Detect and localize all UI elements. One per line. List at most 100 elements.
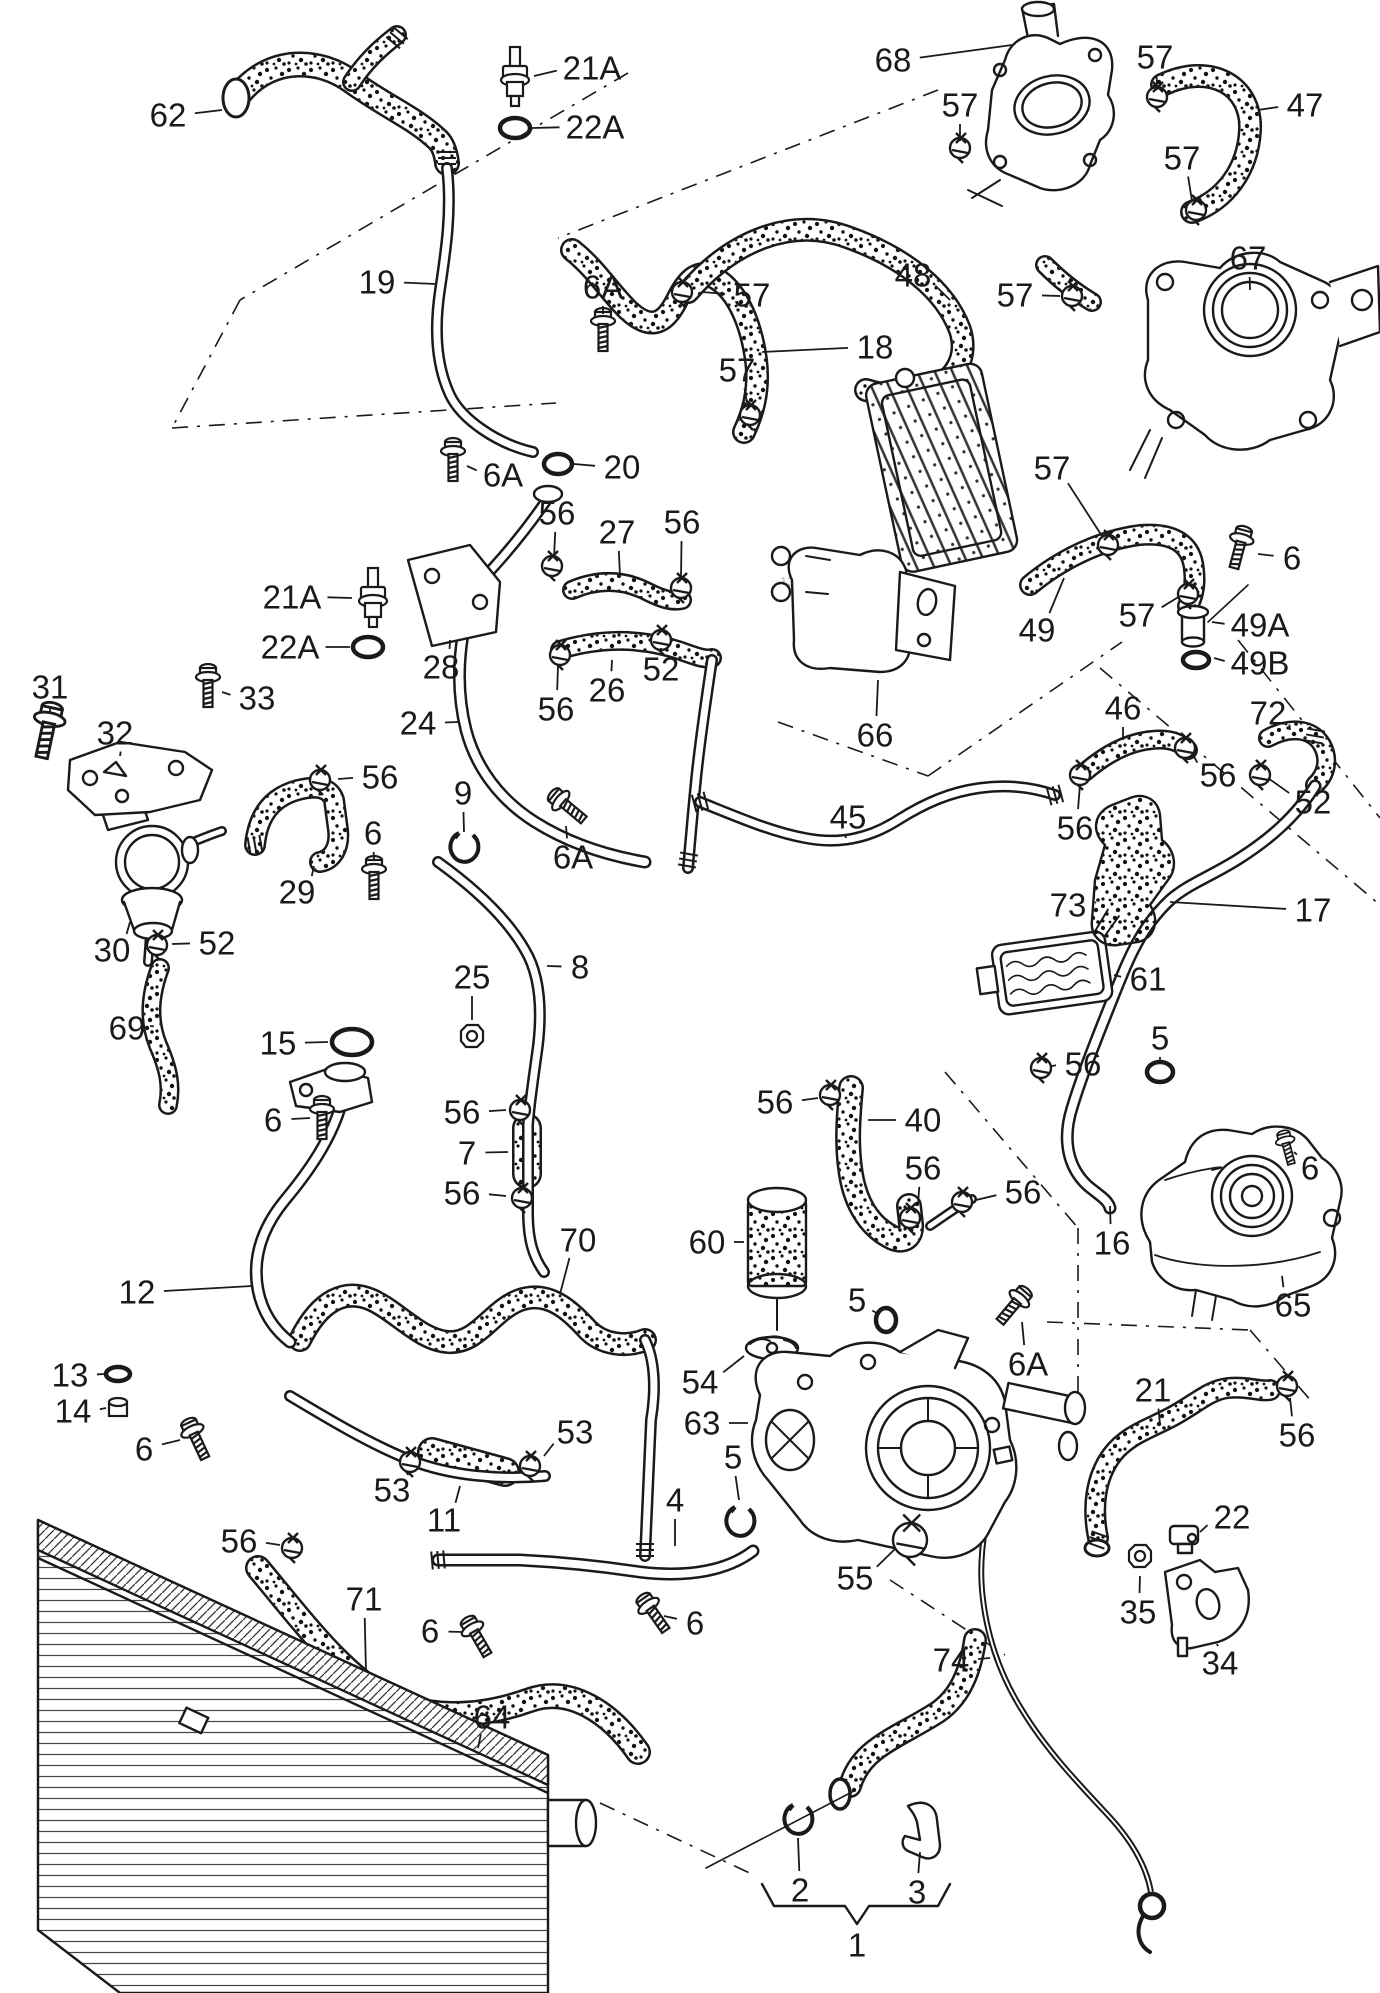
part-number-label: 21 bbox=[1135, 1372, 1172, 1409]
dash-line bbox=[1046, 1321, 1251, 1331]
hose-29 bbox=[244, 776, 350, 873]
lower-hose bbox=[838, 1628, 987, 1798]
leader-line bbox=[363, 1617, 367, 1673]
part-number-label: 56 bbox=[444, 1175, 481, 1212]
clamp-icon bbox=[1248, 759, 1272, 791]
fastener-icons bbox=[32, 26, 1326, 1836]
dash-line bbox=[171, 402, 557, 429]
leader-line bbox=[310, 865, 315, 877]
callout-56: 56 bbox=[539, 495, 576, 559]
leader-line bbox=[1211, 621, 1225, 625]
construction-lines bbox=[171, 72, 1380, 1877]
callout-55: 55 bbox=[837, 1547, 897, 1597]
part-number-label: 56 bbox=[539, 495, 576, 532]
callout-56: 56 bbox=[444, 1094, 507, 1131]
o-ring-icon bbox=[329, 1026, 375, 1058]
o-ring-icon bbox=[350, 634, 386, 660]
callout-52: 52 bbox=[1267, 777, 1331, 821]
part-number-label: 56 bbox=[1005, 1174, 1042, 1211]
leader-line bbox=[221, 691, 231, 696]
clamp-icon bbox=[1068, 759, 1092, 791]
part-number-label: 52 bbox=[643, 651, 680, 688]
hose-27 bbox=[562, 572, 692, 611]
expansion-tank-65 bbox=[1140, 1125, 1343, 1321]
part-number-label: 35 bbox=[1120, 1594, 1157, 1631]
leader-line bbox=[304, 1041, 329, 1044]
clamp-icon bbox=[649, 624, 673, 656]
leader-line bbox=[761, 346, 849, 353]
leader-line bbox=[875, 679, 879, 717]
part-number-label: 21A bbox=[263, 579, 322, 616]
bolt-icon bbox=[995, 1284, 1033, 1327]
callout-53: 53 bbox=[543, 1414, 593, 1457]
part-number-label: 57 bbox=[1137, 39, 1174, 76]
callout-16: 16 bbox=[1094, 1205, 1130, 1262]
bracket-28 bbox=[406, 484, 564, 648]
leader-line bbox=[488, 1109, 507, 1113]
pipe-19 bbox=[430, 162, 539, 458]
part-number-label: 22A bbox=[566, 109, 625, 146]
bolt-icon bbox=[1228, 524, 1255, 571]
radiator bbox=[36, 1518, 598, 1993]
callout-72: 72 bbox=[1250, 695, 1291, 732]
leader-line bbox=[1109, 1205, 1112, 1225]
part-number-label: 6A bbox=[483, 457, 523, 494]
clamp-icon bbox=[898, 1202, 922, 1234]
callout-45: 45 bbox=[830, 799, 867, 839]
leader-line bbox=[934, 284, 951, 301]
rib-ticks bbox=[690, 791, 710, 813]
leader-line bbox=[1157, 1408, 1161, 1425]
o-ring-icon bbox=[541, 451, 575, 477]
callout-56: 56 bbox=[905, 1150, 941, 1205]
callout-56: 56 bbox=[975, 1174, 1042, 1211]
callout-68: 68 bbox=[875, 42, 1013, 79]
callout-24: 24 bbox=[400, 705, 459, 742]
clamp-icon bbox=[1096, 529, 1120, 561]
callout-57: 57 bbox=[1137, 39, 1174, 91]
callout-56: 56 bbox=[1057, 783, 1094, 847]
clamp-icon bbox=[508, 1094, 532, 1126]
callout-40: 40 bbox=[868, 1102, 941, 1139]
callout-63: 63 bbox=[684, 1405, 748, 1442]
leader-line bbox=[722, 1355, 745, 1374]
pipe-16-17 bbox=[1060, 779, 1322, 1215]
part-number-label: 60 bbox=[689, 1224, 726, 1261]
leader-line bbox=[1191, 752, 1199, 764]
part-number-label: 45 bbox=[830, 799, 867, 836]
part-number-label: 56 bbox=[1200, 757, 1237, 794]
part-number-label: 63 bbox=[684, 1405, 721, 1442]
hose-62 bbox=[225, 51, 460, 176]
leader-line bbox=[291, 1117, 311, 1120]
callout-56: 56 bbox=[664, 504, 700, 579]
callout-53: 53 bbox=[374, 1471, 410, 1509]
dash-line bbox=[557, 89, 939, 239]
part-number-label: 9 bbox=[454, 775, 472, 812]
leader-line bbox=[194, 109, 223, 115]
part-number-label: 21A bbox=[563, 50, 622, 87]
axis-line bbox=[705, 1791, 853, 1869]
callout-48: 48 bbox=[895, 257, 951, 301]
callout-1: 1 bbox=[848, 1927, 866, 1964]
part-number-label: 6 bbox=[1283, 540, 1301, 577]
callout-6: 6 bbox=[364, 815, 382, 861]
leader-line bbox=[617, 550, 621, 577]
callout-49B: 49B bbox=[1213, 645, 1289, 682]
callout-6: 6 bbox=[1293, 1150, 1319, 1187]
pipe-12 bbox=[249, 1101, 347, 1349]
hose-62-branch bbox=[342, 25, 407, 92]
coolant-flange-68 bbox=[967, 0, 1116, 207]
part-number-label: 67 bbox=[1230, 240, 1267, 277]
leader-line bbox=[701, 291, 726, 295]
leader-line bbox=[917, 1851, 921, 1874]
leader-line bbox=[917, 1186, 921, 1205]
leader-line bbox=[454, 1485, 461, 1504]
part-number-label: 3 bbox=[908, 1874, 926, 1911]
part-number-label: 56 bbox=[1057, 810, 1094, 847]
callout-6: 6 bbox=[421, 1613, 463, 1650]
part-number-label: 6 bbox=[364, 815, 382, 852]
leader-line bbox=[1187, 176, 1193, 202]
callout-6: 6 bbox=[1257, 540, 1301, 577]
rib-ticks bbox=[246, 834, 264, 856]
